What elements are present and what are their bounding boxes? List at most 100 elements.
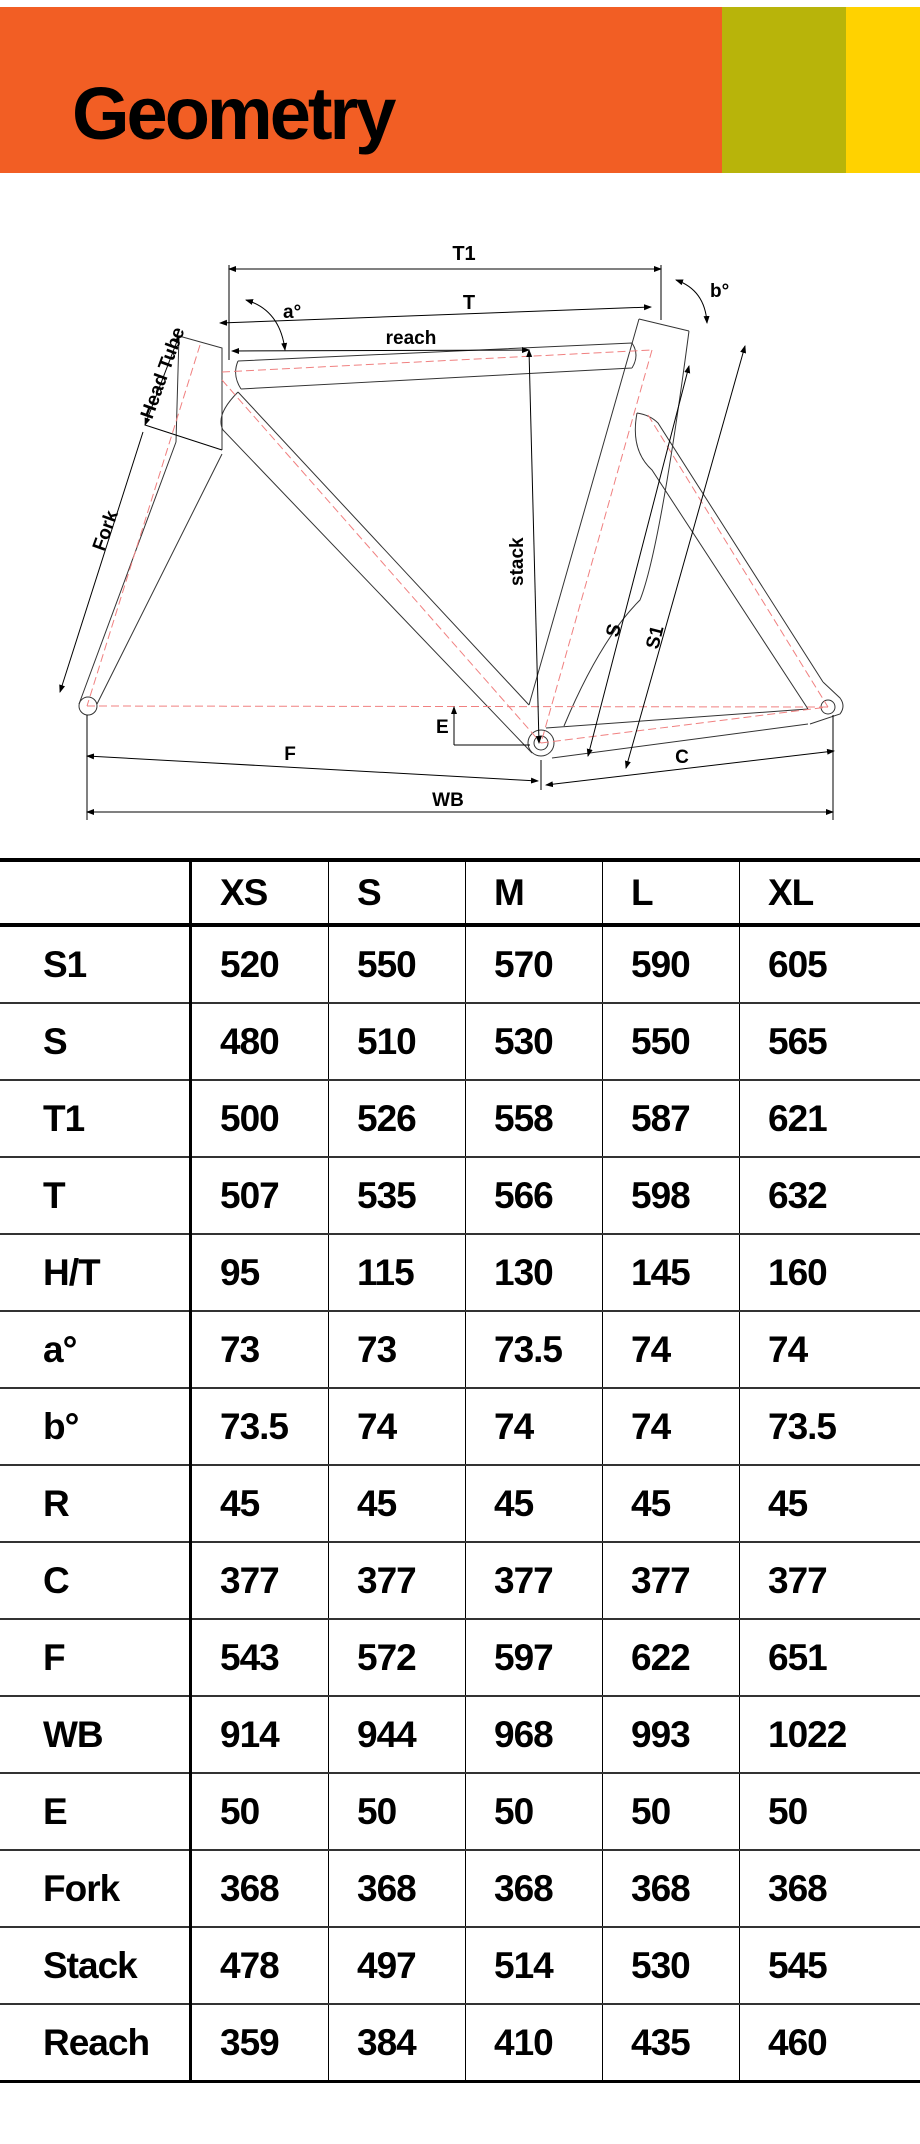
table-cell: 597 <box>465 1619 603 1697</box>
row-label: S1 <box>0 925 192 1004</box>
centerlines <box>86 344 829 744</box>
table-cell: 130 <box>465 1234 603 1312</box>
table-cell: 651 <box>739 1619 920 1697</box>
header-size-xl: XL <box>739 860 920 927</box>
table-cell: 50 <box>465 1773 603 1851</box>
banner-orange-block <box>0 7 722 173</box>
table-cell: 368 <box>190 1850 329 1928</box>
table-cell: 550 <box>328 925 466 1004</box>
table-cell: 520 <box>190 925 329 1004</box>
table-cell: 74 <box>602 1388 740 1466</box>
table-cell: 566 <box>465 1157 603 1235</box>
table-cell: 74 <box>739 1311 920 1389</box>
header-size-m: M <box>465 860 603 927</box>
header-size-s: S <box>328 860 466 927</box>
table-cell: 160 <box>739 1234 920 1312</box>
table-cell: 359 <box>190 2004 329 2083</box>
table-cell: 480 <box>190 1003 329 1081</box>
table-cell: 377 <box>602 1542 740 1620</box>
row-label: WB <box>0 1696 192 1774</box>
table-cell: 914 <box>190 1696 329 1774</box>
label-s1: S1 <box>642 623 668 651</box>
table-cell: 50 <box>602 1773 740 1851</box>
table-cell: 530 <box>602 1927 740 2005</box>
table-cell: 993 <box>602 1696 740 1774</box>
table-cell: 74 <box>328 1388 466 1466</box>
row-label: Reach <box>0 2004 192 2083</box>
banner-yellow-block <box>846 7 920 173</box>
table-cell: 535 <box>328 1157 466 1235</box>
label-t: T <box>463 292 475 314</box>
table-cell: 50 <box>328 1773 466 1851</box>
table-header-row: XS S M L XL <box>0 860 920 927</box>
table-cell: 543 <box>190 1619 329 1697</box>
table-cell: 95 <box>190 1234 329 1312</box>
table-cell: 410 <box>465 2004 603 2083</box>
table-cell: 478 <box>190 1927 329 2005</box>
label-s: S <box>602 622 625 639</box>
table-cell: 558 <box>465 1080 603 1158</box>
table-cell: 590 <box>602 925 740 1004</box>
row-label: F <box>0 1619 192 1697</box>
row-label: C <box>0 1542 192 1620</box>
row-label: T1 <box>0 1080 192 1158</box>
frame-outline <box>78 318 844 759</box>
frame-geometry-diagram: T1 T reach a° b° Head Tube Fork stack S … <box>0 243 844 820</box>
table-cell: 45 <box>328 1465 466 1543</box>
label-t1: T1 <box>452 243 475 265</box>
table-cell: 587 <box>602 1080 740 1158</box>
table-cell: 1022 <box>739 1696 920 1774</box>
table-cell: 73.5 <box>739 1388 920 1466</box>
table-cell: 45 <box>190 1465 329 1543</box>
table-cell: 74 <box>602 1311 740 1389</box>
row-label: Stack <box>0 1927 192 2005</box>
dimension-lines <box>60 265 835 820</box>
header-size-l: L <box>602 860 740 927</box>
page-title: Geometry <box>72 72 396 155</box>
table-cell: 73.5 <box>465 1311 603 1389</box>
table-cell: 530 <box>465 1003 603 1081</box>
table-cell: 45 <box>465 1465 603 1543</box>
table-cell: 145 <box>602 1234 740 1312</box>
table-cell: 545 <box>739 1927 920 2005</box>
row-label: E <box>0 1773 192 1851</box>
label-b-angle: b° <box>710 281 729 302</box>
header-size-xs: XS <box>190 860 329 927</box>
table-cell: 550 <box>602 1003 740 1081</box>
table-cell: 622 <box>602 1619 740 1697</box>
label-fork: Fork <box>89 507 123 553</box>
table-cell: 45 <box>739 1465 920 1543</box>
table-cell: 500 <box>190 1080 329 1158</box>
table-cell: 377 <box>465 1542 603 1620</box>
label-c: C <box>675 747 689 768</box>
table-cell: 368 <box>602 1850 740 1928</box>
header-corner <box>0 860 192 927</box>
table-cell: 632 <box>739 1157 920 1235</box>
label-reach: reach <box>386 328 437 349</box>
row-label: Fork <box>0 1850 192 1928</box>
table-cell: 572 <box>328 1619 466 1697</box>
table-cell: 73.5 <box>190 1388 329 1466</box>
row-label: S <box>0 1003 192 1081</box>
banner-olive-block <box>722 7 846 173</box>
row-label: T <box>0 1157 192 1235</box>
table-cell: 497 <box>328 1927 466 2005</box>
label-head-tube: Head Tube <box>137 325 189 422</box>
table-cell: 73 <box>190 1311 329 1389</box>
label-f: F <box>284 744 296 765</box>
table-cell: 50 <box>190 1773 329 1851</box>
table-cell: 598 <box>602 1157 740 1235</box>
table-cell: 944 <box>328 1696 466 1774</box>
label-a-angle: a° <box>283 302 301 323</box>
row-label: b° <box>0 1388 192 1466</box>
